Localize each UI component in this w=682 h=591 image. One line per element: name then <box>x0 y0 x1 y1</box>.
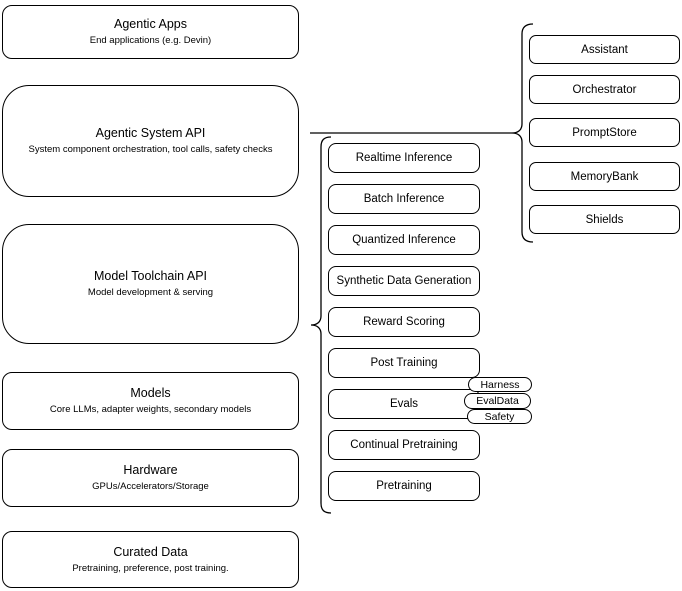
node-title: Agentic Apps <box>114 17 187 31</box>
node-subtitle: Pretraining, preference, post training. <box>72 562 229 574</box>
node-label: PromptStore <box>572 126 637 139</box>
node-agentic-apps: Agentic Apps End applications (e.g. Devi… <box>2 5 299 59</box>
node-label: Synthetic Data Generation <box>336 275 472 287</box>
node-realtime-inference: Realtime Inference <box>328 143 480 173</box>
node-title: Agentic System API <box>95 126 206 140</box>
node-label: MemoryBank <box>570 170 639 183</box>
node-model-toolchain-api: Model Toolchain API Model development & … <box>2 224 299 344</box>
node-title: Model Toolchain API <box>93 269 208 283</box>
node-orchestrator: Orchestrator <box>529 75 680 104</box>
node-label: Orchestrator <box>572 83 637 96</box>
node-subtitle: GPUs/Accelerators/Storage <box>92 481 209 492</box>
tag-harness: Harness <box>468 377 532 392</box>
node-label: Continual Pretraining <box>350 439 458 451</box>
node-subtitle: Core LLMs, adapter weights, secondary mo… <box>49 404 252 415</box>
node-title: Models <box>130 386 171 400</box>
node-continual-pretraining: Continual Pretraining <box>328 430 480 460</box>
node-label: Shields <box>585 213 624 226</box>
tag-safety: Safety <box>467 409 532 424</box>
node-pretraining: Pretraining <box>328 471 480 501</box>
node-reward-scoring: Reward Scoring <box>328 307 480 337</box>
node-label: Reward Scoring <box>363 316 445 328</box>
node-label: Batch Inference <box>363 193 445 205</box>
tag-label: Safety <box>484 410 515 423</box>
node-models: Models Core LLMs, adapter weights, secon… <box>2 372 299 430</box>
tag-evaldata: EvalData <box>464 393 531 409</box>
node-label: Quantized Inference <box>352 234 456 246</box>
node-subtitle: System component orchestration, tool cal… <box>28 144 273 155</box>
node-title: Hardware <box>123 463 178 477</box>
tag-label: EvalData <box>476 395 519 407</box>
node-shields: Shields <box>529 205 680 234</box>
node-post-training: Post Training <box>328 348 480 378</box>
node-evals: Evals <box>328 389 480 419</box>
node-synthetic-data-generation: Synthetic Data Generation <box>328 266 480 296</box>
node-hardware: Hardware GPUs/Accelerators/Storage <box>2 449 299 507</box>
node-quantized-inference: Quantized Inference <box>328 225 480 255</box>
node-label: Pretraining <box>376 480 432 492</box>
node-title: Curated Data <box>113 544 188 559</box>
node-agentic-system-api: Agentic System API System component orch… <box>2 85 299 197</box>
node-label: Post Training <box>370 357 438 369</box>
node-memorybank: MemoryBank <box>529 162 680 191</box>
node-label: Evals <box>389 398 419 410</box>
node-assistant: Assistant <box>529 35 680 64</box>
tag-label: Harness <box>480 378 520 391</box>
node-batch-inference: Batch Inference <box>328 184 480 214</box>
node-curated-data: Curated Data Pretraining, preference, po… <box>2 531 299 588</box>
node-label: Realtime Inference <box>355 152 453 164</box>
node-promptstore: PromptStore <box>529 118 680 147</box>
node-subtitle: End applications (e.g. Devin) <box>89 35 212 46</box>
node-subtitle: Model development & serving <box>87 287 214 298</box>
node-label: Assistant <box>581 43 628 56</box>
